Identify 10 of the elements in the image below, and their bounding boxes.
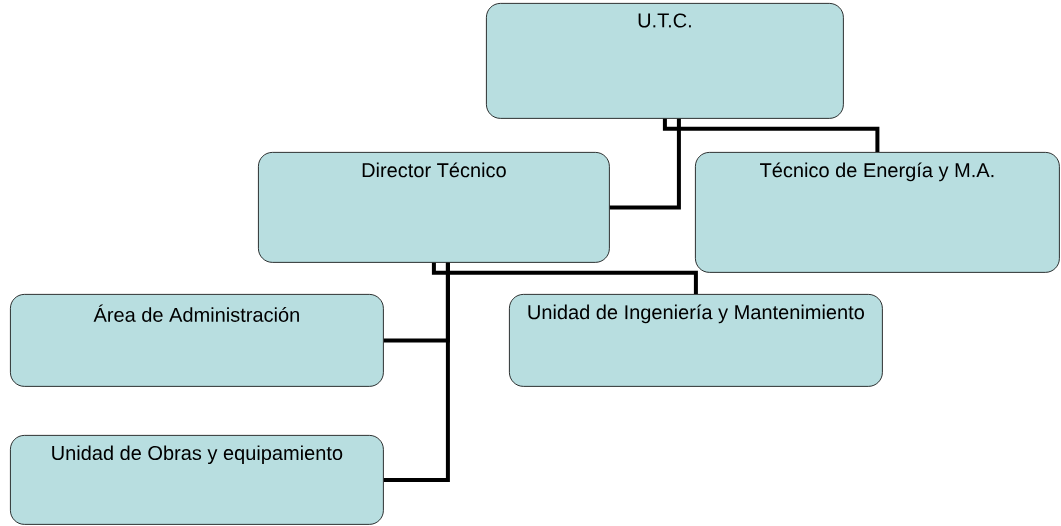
org-box: Unidad de Ingeniería y Mantenimiento	[509, 294, 883, 387]
org-box: Área de Administración	[10, 294, 384, 387]
connector-line	[431, 262, 698, 294]
connector-line	[383, 262, 450, 482]
org-box: U.T.C.	[486, 3, 844, 119]
org-box: Director Técnico	[258, 152, 610, 263]
connector-line	[609, 118, 681, 210]
org-box: Técnico de Energía y M.A.	[695, 152, 1060, 273]
org-box: Unidad de Obras y equipamiento	[10, 435, 384, 525]
connector-line	[662, 118, 880, 152]
